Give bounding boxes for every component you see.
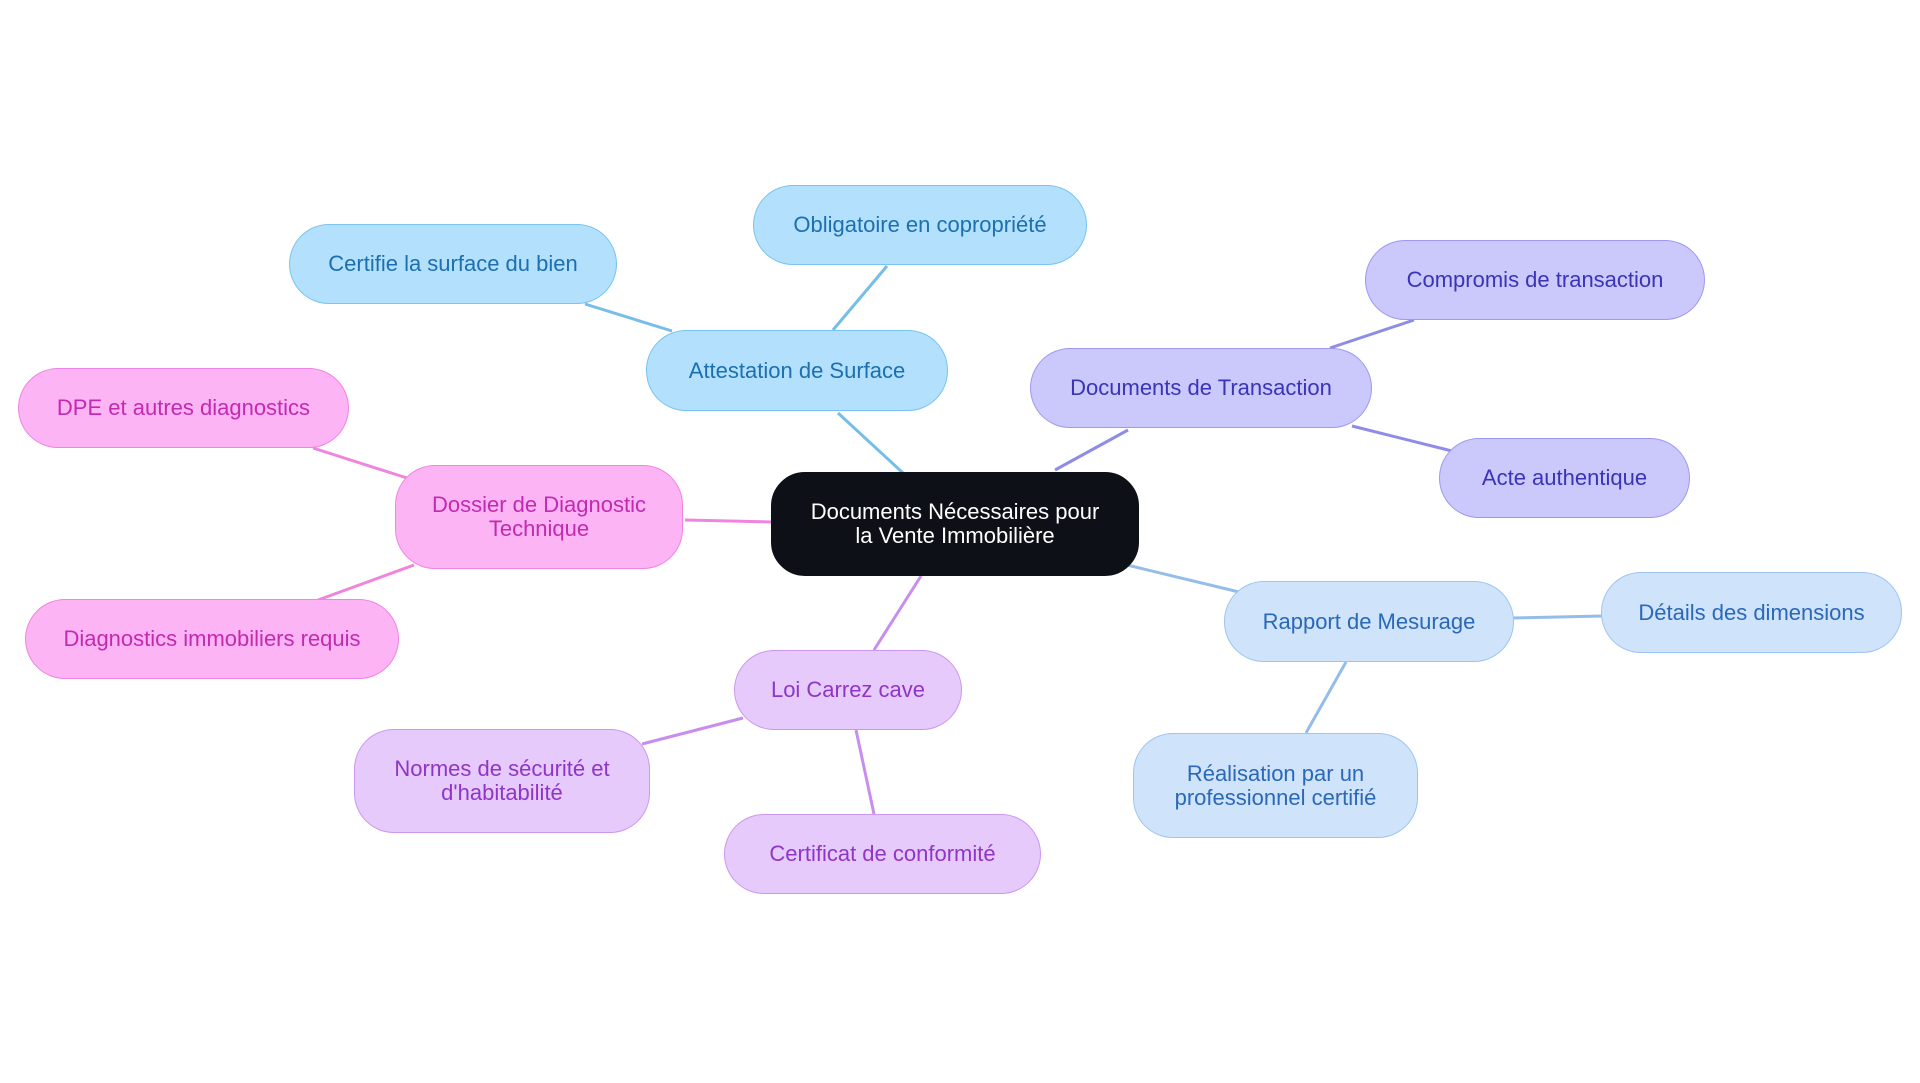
edge-mesurage-realisation [1304,661,1348,734]
central-node[interactable]: Documents Nécessaires pour la Vente Immo… [771,472,1139,576]
node-rapport-de-mesurage[interactable]: Rapport de Mesurage [1224,581,1514,662]
edge-transaction-compromis [1329,318,1415,350]
edge-mesurage-details [1511,614,1604,620]
edge-attestation-obligatoire [831,265,889,331]
node-attestation-de-surface[interactable]: Attestation de Surface [646,330,948,411]
node-dossier-de-diagnostic-technique[interactable]: Dossier de Diagnostic Technique [395,465,683,569]
edge-attestation-certifie [584,302,673,333]
edge-diagnostic-dpe [312,446,408,480]
node-realisation-par-un-professionnel[interactable]: Réalisation par un professionnel certifi… [1133,733,1418,838]
node-normes-de-securite[interactable]: Normes de sécurité et d'habitabilité [354,729,650,833]
edge-center-attestation [836,411,905,475]
edge-center-carrez [872,575,923,651]
node-acte-authentique[interactable]: Acte authentique [1439,438,1690,518]
edge-carrez-normes [641,716,744,746]
node-diagnostics-immobiliers-requis[interactable]: Diagnostics immobiliers requis [25,599,399,679]
node-dpe-et-autres-diagnostics[interactable]: DPE et autres diagnostics [18,368,349,448]
edge-center-diagnostic [684,518,773,524]
node-compromis-de-transaction[interactable]: Compromis de transaction [1365,240,1705,320]
node-documents-de-transaction[interactable]: Documents de Transaction [1030,348,1372,428]
node-details-des-dimensions[interactable]: Détails des dimensions [1601,572,1902,653]
edge-center-transaction [1054,428,1129,472]
node-certifie-la-surface[interactable]: Certifie la surface du bien [289,224,617,304]
node-loi-carrez-cave[interactable]: Loi Carrez cave [734,650,962,730]
edge-diagnostic-requis [317,563,415,602]
edge-center-mesurage [1126,563,1240,594]
node-certificat-de-conformite[interactable]: Certificat de conformité [724,814,1041,894]
edge-carrez-certificat [854,729,876,815]
node-obligatoire-en-copropriete[interactable]: Obligatoire en copropriété [753,185,1087,265]
edge-transaction-acte [1351,424,1453,453]
